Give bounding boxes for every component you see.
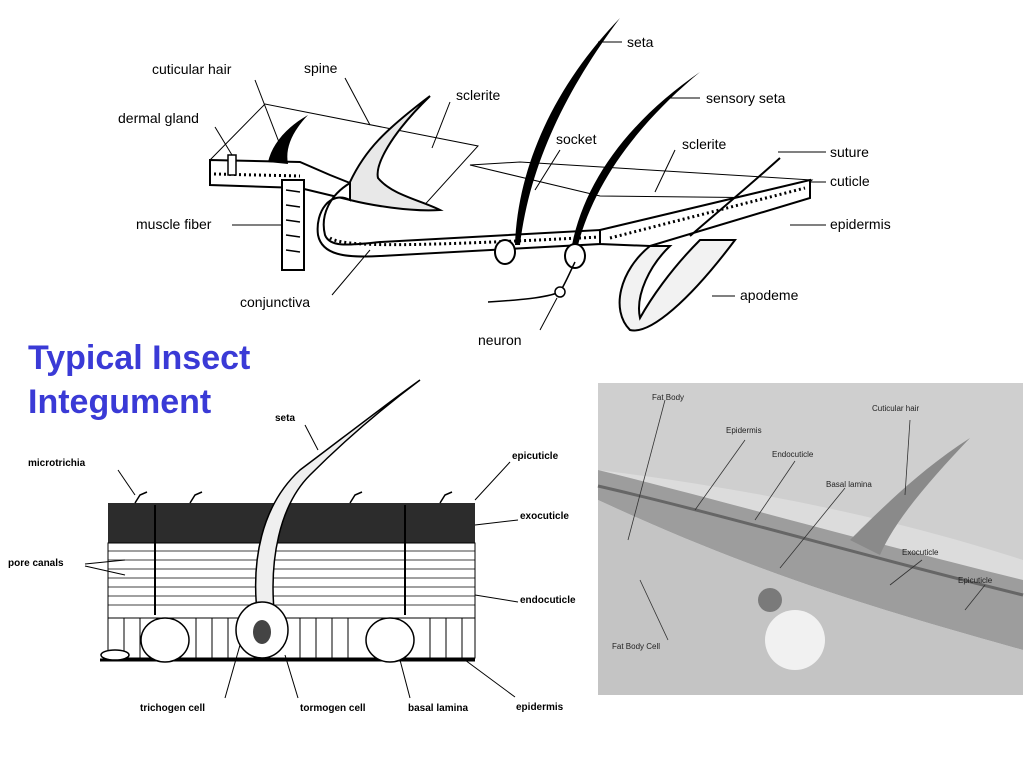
label-tormogen-cell: tormogen cell — [300, 703, 366, 714]
label-basal-lamina: basal lamina — [408, 703, 469, 714]
label-socket: socket — [556, 131, 597, 147]
label-microtrichia: microtrichia — [28, 458, 86, 469]
cuticle-band-right — [599, 178, 811, 248]
label-muscle-fiber: muscle fiber — [136, 216, 212, 232]
muscle-fiber-shape — [281, 179, 305, 271]
spine-shape — [349, 95, 444, 212]
label-micro-cuticular-hair: Cuticular hair — [872, 404, 920, 413]
seta-socket-cell — [494, 239, 516, 265]
label-bottom-seta: seta — [275, 413, 296, 424]
label-sclerite-left: sclerite — [456, 87, 501, 103]
label-fat-body: Fat Body — [652, 393, 685, 402]
label-trichogen-cell: trichogen cell — [140, 703, 206, 714]
dermal-gland-shape — [227, 154, 237, 176]
micrograph-cuticular-hair — [850, 438, 970, 555]
label-seta: seta — [627, 34, 654, 50]
label-fat-body-cell: Fat Body Cell — [612, 642, 661, 651]
label-epidermis: epidermis — [830, 216, 891, 232]
blood-cell — [100, 649, 130, 661]
label-neuron: neuron — [478, 332, 522, 348]
label-bottom-epidermis: epidermis — [516, 702, 564, 713]
label-micro-epidermis: Epidermis — [726, 426, 762, 435]
title-line-2: Integument — [28, 383, 212, 421]
title-line-1: Typical Insect — [28, 339, 251, 377]
gland-cell-right — [365, 617, 415, 663]
label-micro-endocuticle: Endocuticle — [772, 450, 814, 459]
gland-cell-left — [140, 617, 190, 663]
label-sclerite-right: sclerite — [682, 136, 727, 152]
label-endocuticle: endocuticle — [520, 595, 576, 606]
cuticular-hair-shape — [268, 115, 308, 164]
label-cuticular-hair: cuticular hair — [152, 61, 232, 77]
micrograph-vacuole — [765, 610, 825, 670]
label-micro-epicuticle: Epicuticle — [958, 576, 993, 585]
label-micro-basal-lamina: Basal lamina — [826, 480, 872, 489]
label-dermal-gland: dermal gland — [118, 110, 199, 126]
apodeme-shape — [618, 239, 738, 332]
label-suture: suture — [830, 144, 869, 160]
endocuticle-band — [107, 542, 476, 619]
label-pore-canals: pore canals — [8, 558, 64, 569]
label-sensory-seta: sensory seta — [706, 90, 786, 106]
label-exocuticle: exocuticle — [520, 511, 569, 522]
tem-micrograph — [597, 383, 1024, 695]
micrograph-cuticle-band — [598, 470, 1023, 650]
label-micro-exocuticle: Exocuticle — [902, 548, 939, 557]
label-cuticle: cuticle — [830, 173, 870, 189]
page-title: Typical Insect Integument — [28, 336, 328, 424]
label-apodeme: apodeme — [740, 287, 799, 303]
suture-hair — [689, 157, 781, 237]
bottom-seta-shape — [254, 379, 421, 621]
exocuticle-band — [108, 503, 475, 543]
cuticle-section-diagram — [84, 379, 519, 699]
label-epicuticle: epicuticle — [512, 451, 559, 462]
label-spine: spine — [304, 60, 338, 76]
label-conjunctiva: conjunctiva — [240, 294, 311, 310]
sensory-seta-cell — [564, 243, 586, 269]
